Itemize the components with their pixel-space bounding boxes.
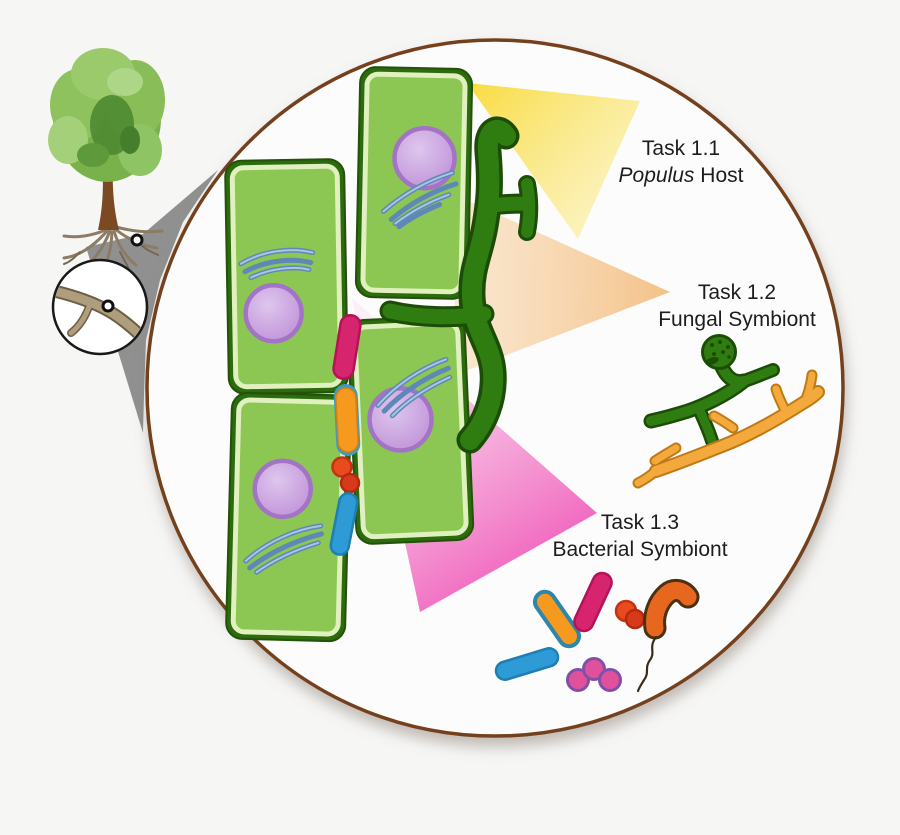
bacterium-pink-cocci: [566, 657, 622, 692]
bacterium-magenta-rod: [332, 314, 362, 380]
bacterium-orange-rod: [333, 384, 361, 456]
plant-cell: [225, 391, 352, 643]
tree-illustration: [48, 48, 165, 279]
bacterium-magenta-rod: [573, 571, 613, 633]
task-1-2-subtitle-text: Fungal Symbiont: [658, 308, 816, 331]
zoomed-root-marker-pin: [101, 299, 115, 313]
task-1-2-title: Task 1.2: [697, 281, 777, 304]
zoom-beam: [86, 170, 218, 433]
bacterium-flagellated: [636, 578, 700, 693]
nucleus: [392, 125, 457, 191]
bacteria-column-illustration: [329, 314, 362, 556]
task-1-1-label: Task 1.1 Populus Host: [581, 135, 781, 189]
nucleus: [243, 282, 304, 344]
task-1-1-subtitle: Populus Host: [581, 162, 781, 189]
bacterium-blue-rod: [329, 492, 359, 556]
beam-orange-task-1-2: [455, 195, 670, 375]
plant-cell: [224, 158, 349, 395]
root-zoom-circle: [51, 233, 149, 356]
fungal-symbiont-illustration: [632, 334, 825, 489]
hypha-illustration: [379, 116, 539, 454]
task-1-2-subtitle: Fungal Symbiont: [617, 306, 857, 333]
bacterium-red-diplococcus: [614, 599, 646, 630]
task-1-1-title: Task 1.1: [641, 137, 721, 160]
nucleus: [252, 458, 313, 520]
bacterium-red-cocci: [331, 456, 361, 494]
task-1-1-subtitle-italic: Populus: [618, 164, 695, 187]
task-1-1-subtitle-text: Host: [694, 164, 744, 187]
plant-cells-illustration: [224, 66, 475, 643]
bacterium-blue-rod: [494, 647, 560, 681]
bacterial-symbiont-illustration: [494, 571, 700, 693]
nucleus: [367, 386, 434, 453]
task-1-3-label: Task 1.3 Bacterial Symbiont: [515, 509, 765, 563]
task-1-3-subtitle: Bacterial Symbiont: [515, 536, 765, 563]
tree-canopy: [48, 48, 165, 182]
root-marker-pin: [130, 233, 144, 247]
task-1-3-subtitle-text: Bacterial Symbiont: [552, 538, 728, 561]
task-1-2-label: Task 1.2 Fungal Symbiont: [617, 279, 857, 333]
plant-cell: [354, 66, 474, 300]
task-1-3-title: Task 1.3: [600, 511, 680, 534]
flagellum: [636, 635, 658, 693]
plant-cell: [346, 315, 475, 545]
bacterium-orange-teal-rod: [532, 589, 582, 649]
